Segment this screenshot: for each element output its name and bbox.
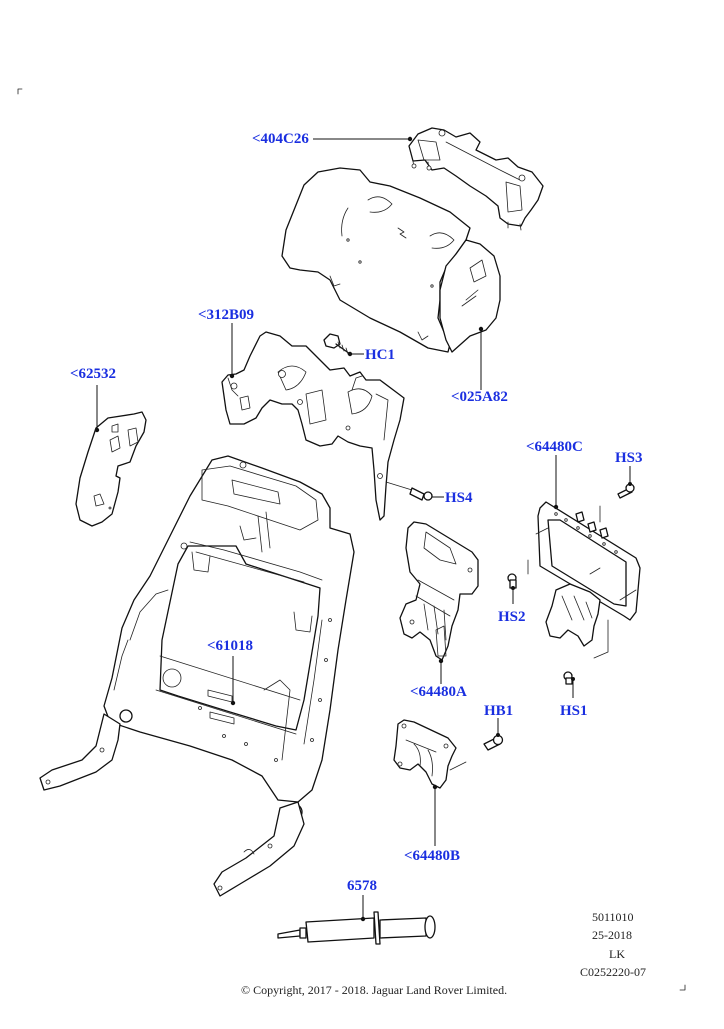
- part-label-hs2[interactable]: HS2: [498, 609, 526, 625]
- leader-6578: [360, 895, 366, 922]
- leader-hc1: [347, 351, 364, 357]
- screw-hs1-drawing: [563, 671, 573, 685]
- screw-hs2-drawing: [507, 573, 517, 589]
- grease-syringe-drawing: [277, 911, 436, 945]
- screw-hs3-drawing: [617, 483, 635, 499]
- leader-hb1: [496, 718, 500, 737]
- leader-312b09: [229, 323, 235, 379]
- leader-64480a: [438, 658, 444, 684]
- leader-62532: [94, 385, 100, 433]
- reference-line-3: LK: [609, 947, 625, 961]
- seat-back-frame-drawing: [39, 455, 355, 897]
- part-label-62532[interactable]: <62532: [70, 366, 117, 382]
- lower-lumbar-bracket-drawing: [393, 719, 467, 789]
- lumbar-bracket-drawing: [399, 521, 479, 661]
- leader-hs2: [511, 586, 515, 604]
- leader-64480c: [553, 455, 559, 510]
- crop-mark-top-left: [17, 88, 23, 95]
- bolt-hs4-drawing: [385, 481, 433, 501]
- part-label-hs4[interactable]: HS4: [445, 490, 473, 506]
- part-label-64480b[interactable]: <64480B: [404, 848, 461, 864]
- leader-hs1: [571, 677, 575, 698]
- part-label-64480c[interactable]: <64480C: [526, 439, 583, 455]
- copyright-notice: © Copyright, 2017 - 2018. Jaguar Land Ro…: [241, 983, 508, 997]
- side-trim-panel-drawing: [75, 411, 147, 527]
- part-label-64480a[interactable]: <64480A: [410, 684, 467, 700]
- leader-hs3: [628, 466, 632, 486]
- headrest-guide-bracket-drawing: [221, 331, 405, 521]
- part-label-hc1[interactable]: HC1: [365, 347, 395, 363]
- leader-025a82: [478, 326, 484, 390]
- bolt-hb1-drawing: [483, 734, 504, 751]
- clip-screw-hc1-drawing: [323, 333, 351, 355]
- backrest-trim-panel-drawing: [281, 167, 501, 353]
- part-label-6578[interactable]: 6578: [347, 878, 377, 894]
- leader-64480b: [432, 784, 438, 846]
- lumbar-support-frame-drawing: [527, 501, 641, 659]
- leader-61018: [230, 656, 236, 706]
- part-label-025a82[interactable]: <025A82: [451, 389, 508, 405]
- part-label-hs3[interactable]: HS3: [615, 450, 643, 466]
- reference-line-1: 5011010: [592, 910, 634, 924]
- part-label-hb1[interactable]: HB1: [484, 703, 514, 719]
- crop-mark-bottom-right: [679, 984, 686, 991]
- part-label-hs1[interactable]: HS1: [560, 703, 588, 719]
- part-label-61018[interactable]: <61018: [207, 638, 254, 654]
- leader-404c26: [313, 136, 413, 142]
- upper-frame-bracket-drawing: [408, 127, 544, 231]
- reference-line-2: 25-2018: [592, 928, 632, 942]
- part-label-404c26[interactable]: <404C26: [252, 131, 309, 147]
- part-label-312b09[interactable]: <312B09: [198, 307, 255, 323]
- reference-line-4: C0252220-07: [580, 965, 646, 979]
